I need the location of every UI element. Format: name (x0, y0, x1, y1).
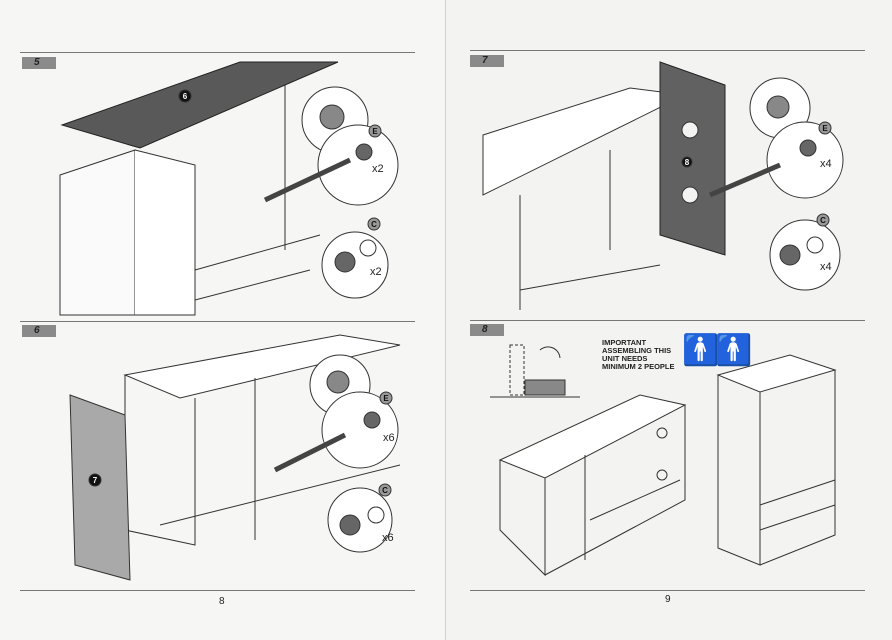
step-label-7: 7 (470, 55, 504, 67)
hardware-label-e: E (372, 127, 378, 136)
quantity-label: x4 (820, 261, 832, 273)
shelf-panel-6 (60, 61, 339, 149)
notice-line: UNIT NEEDS (602, 354, 648, 363)
step6-diagram (69, 334, 401, 581)
quantity-label: x6 (383, 432, 395, 444)
important-notice: IMPORTANT ASSEMBLING THIS UNIT NEEDS MIN… (602, 339, 675, 371)
divider (20, 590, 415, 591)
notice-line: MINIMUM 2 PEOPLE (602, 362, 675, 371)
quantity-label: x2 (370, 266, 382, 278)
notice-line: IMPORTANT (602, 338, 647, 347)
step5-diagram (59, 61, 399, 316)
part-number-7: 7 (93, 476, 98, 485)
quantity-label: x2 (372, 163, 384, 175)
divider (470, 50, 865, 51)
step-label-6: 6 (22, 325, 56, 337)
side-panel-7 (69, 394, 131, 581)
hardware-label-c: C (371, 220, 377, 229)
hardware-label-c: C (820, 216, 826, 225)
page-number-right: 9 (665, 594, 671, 605)
divider (470, 590, 865, 591)
quantity-label: x4 (820, 158, 832, 170)
divider (470, 320, 865, 321)
quantity-label: x6 (382, 532, 394, 544)
part-number-8: 8 (685, 158, 690, 167)
hardware-label-e: E (822, 124, 828, 133)
part-number-6: 6 (183, 92, 188, 101)
screwdriver-icon (263, 157, 352, 203)
step8-diagram (490, 344, 837, 577)
notice-line: ASSEMBLING THIS (602, 346, 672, 355)
step-label-8: 8 (470, 324, 504, 336)
hardware-label-c: C (382, 486, 388, 495)
divider (20, 52, 415, 53)
hardware-label-e: E (383, 394, 389, 403)
divider (20, 321, 415, 322)
back-panel-8 (659, 61, 726, 256)
step7-diagram (482, 61, 844, 310)
two-people-icon: 🚹🚹 (682, 334, 753, 367)
step-label-5: 5 (22, 57, 56, 69)
page-number-left: 8 (219, 596, 225, 607)
rotate-arrow-icon (539, 346, 561, 359)
